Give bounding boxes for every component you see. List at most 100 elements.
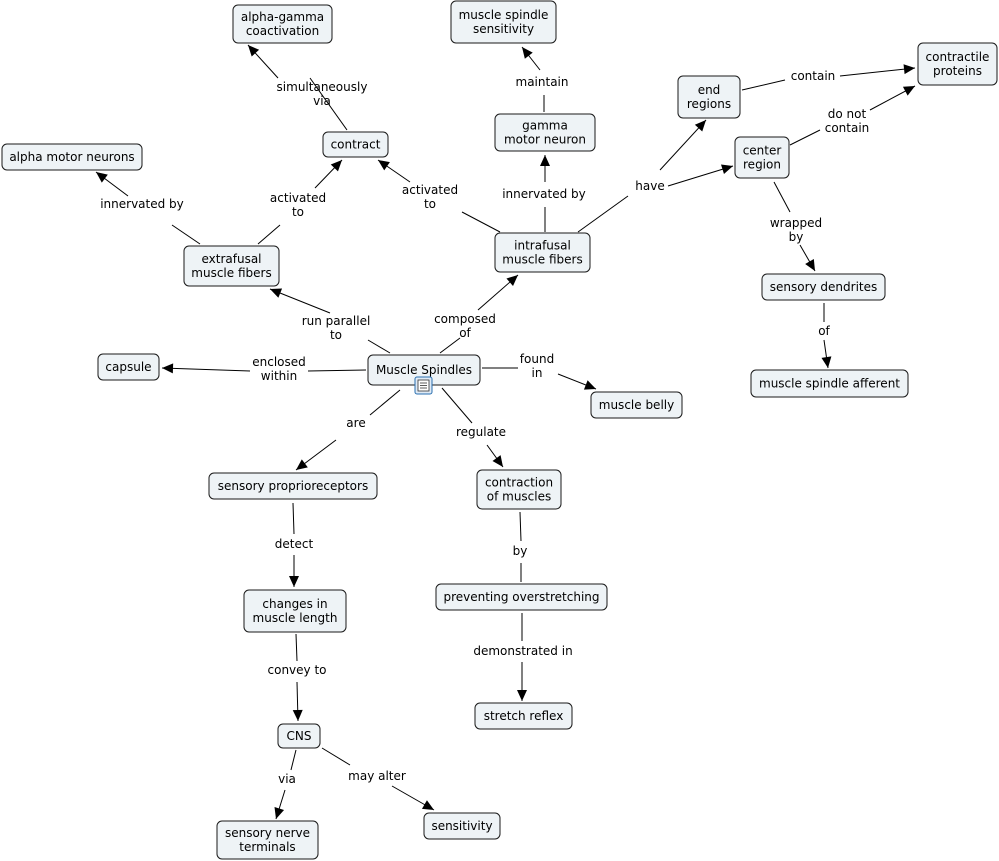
concept-stretch-reflex[interactable]: stretch reflex [474,702,573,730]
connector-lines [95,44,916,820]
linking-phrase-of: of [818,324,830,338]
linking-phrase-wrapped-by: by [789,230,804,244]
concept-box [243,589,347,633]
concept-label: gamma [522,119,568,133]
arrowhead-icon [583,380,596,390]
linking-phrase-enclosed-within: within [261,369,297,383]
concept-box [761,273,886,301]
connector-line [667,165,734,187]
arrowhead-icon [292,709,303,721]
arrowhead-icon [903,64,915,75]
arrowhead-icon [330,160,342,172]
concept-sensitivity[interactable]: sensitivity [423,812,501,840]
document-icon[interactable] [414,376,433,395]
linking-phrase-innervated-by-alpha: innervated by [100,197,184,211]
arrowhead-icon [522,47,533,59]
linking-phrase-contain: contain [791,69,836,83]
concept-label: alpha-gamma [241,10,324,24]
connector-line [171,224,201,245]
concept-contract[interactable]: contract [322,131,389,158]
concept-label: sensory nerve [225,826,310,840]
arrowhead-icon [540,155,550,166]
arrowhead-icon [296,459,308,470]
concept-label: alpha motor neurons [9,150,134,164]
concept-label: contract [331,138,381,152]
concept-label: muscle fibers [191,266,271,280]
concept-box [232,4,333,44]
arrowhead-icon [289,576,299,587]
concept-label: sensory proprioreceptors [218,479,368,493]
concept-box [450,0,557,44]
concept-capsule[interactable]: capsule [97,353,160,381]
concept-proprioceptors[interactable]: sensory proprioreceptors [208,472,378,500]
linking-phrase-enclosed-within: enclosed [252,355,306,369]
linking-phrase-found-in: found [520,352,554,366]
linking-phrase-run-parallel-to: run parallel [302,314,371,328]
concept-label: contractile [926,50,990,64]
linking-phrase-activated-to-intra: to [424,197,436,211]
connector-line [773,181,791,213]
linking-phrase-activated-to-extra: activated [270,191,326,205]
arrowhead-icon [274,807,285,819]
linking-phrase-do-not-contain: do not [828,107,867,121]
concept-label: sensory dendrites [770,280,878,294]
linking-phrase-activated-to-extra: to [292,205,304,219]
concept-box [590,391,683,419]
arrowhead-icon [902,86,915,96]
linking-phrase-simultaneously-via: simultaneously [277,80,368,94]
concept-muscle-belly[interactable]: muscle belly [590,391,683,419]
concept-label: capsule [105,360,151,374]
arrowhead-icon [506,275,518,287]
arrowhead-icon [517,690,527,701]
connector-line [290,749,297,771]
connector-line [441,387,473,424]
linking-phrase-maintain: maintain [516,75,569,89]
linking-phrase-run-parallel-to: to [330,328,342,342]
concept-overstretching[interactable]: preventing overstretching [435,583,608,611]
concept-label: stretch reflex [484,709,564,723]
concept-spindle-afferent[interactable]: muscle spindle afferent [750,369,909,398]
connector-line [839,67,916,77]
concept-label: sensitivity [473,22,534,36]
concept-box [750,369,909,398]
linking-phrase-convey-to: convey to [268,663,327,677]
linking-phrase-detect: detect [275,537,314,551]
linking-phrase-are: are [346,416,365,430]
arrowhead-icon [248,45,260,57]
arrowhead-icon [721,164,733,175]
linking-phrase-composed-of: composed [434,312,496,326]
concept-label: extrafusal [201,252,261,266]
concept-box [1,143,143,171]
concept-label: end [698,83,721,97]
connector-line [367,339,391,354]
connector-line [257,224,281,245]
linking-phrase-found-in: in [532,366,543,380]
concept-box [476,469,562,510]
arrowhead-icon [821,356,832,368]
concept-sensory-dendrites[interactable]: sensory dendrites [761,273,886,301]
concept-label: muscle length [253,611,338,625]
concept-label: muscle belly [599,398,674,412]
concept-label: intrafusal [514,239,571,253]
concept-label: sensitivity [431,819,492,833]
concept-box [474,702,573,730]
concept-label: motor neuron [504,133,586,147]
linking-phrase-regulate: regulate [456,425,506,439]
linking-phrase-may-alter: may alter [348,769,406,783]
connector-line [461,211,501,233]
concept-alpha-motor[interactable]: alpha motor neurons [1,143,143,171]
connector-line [309,77,348,131]
concept-cns[interactable]: CNS [277,723,321,749]
